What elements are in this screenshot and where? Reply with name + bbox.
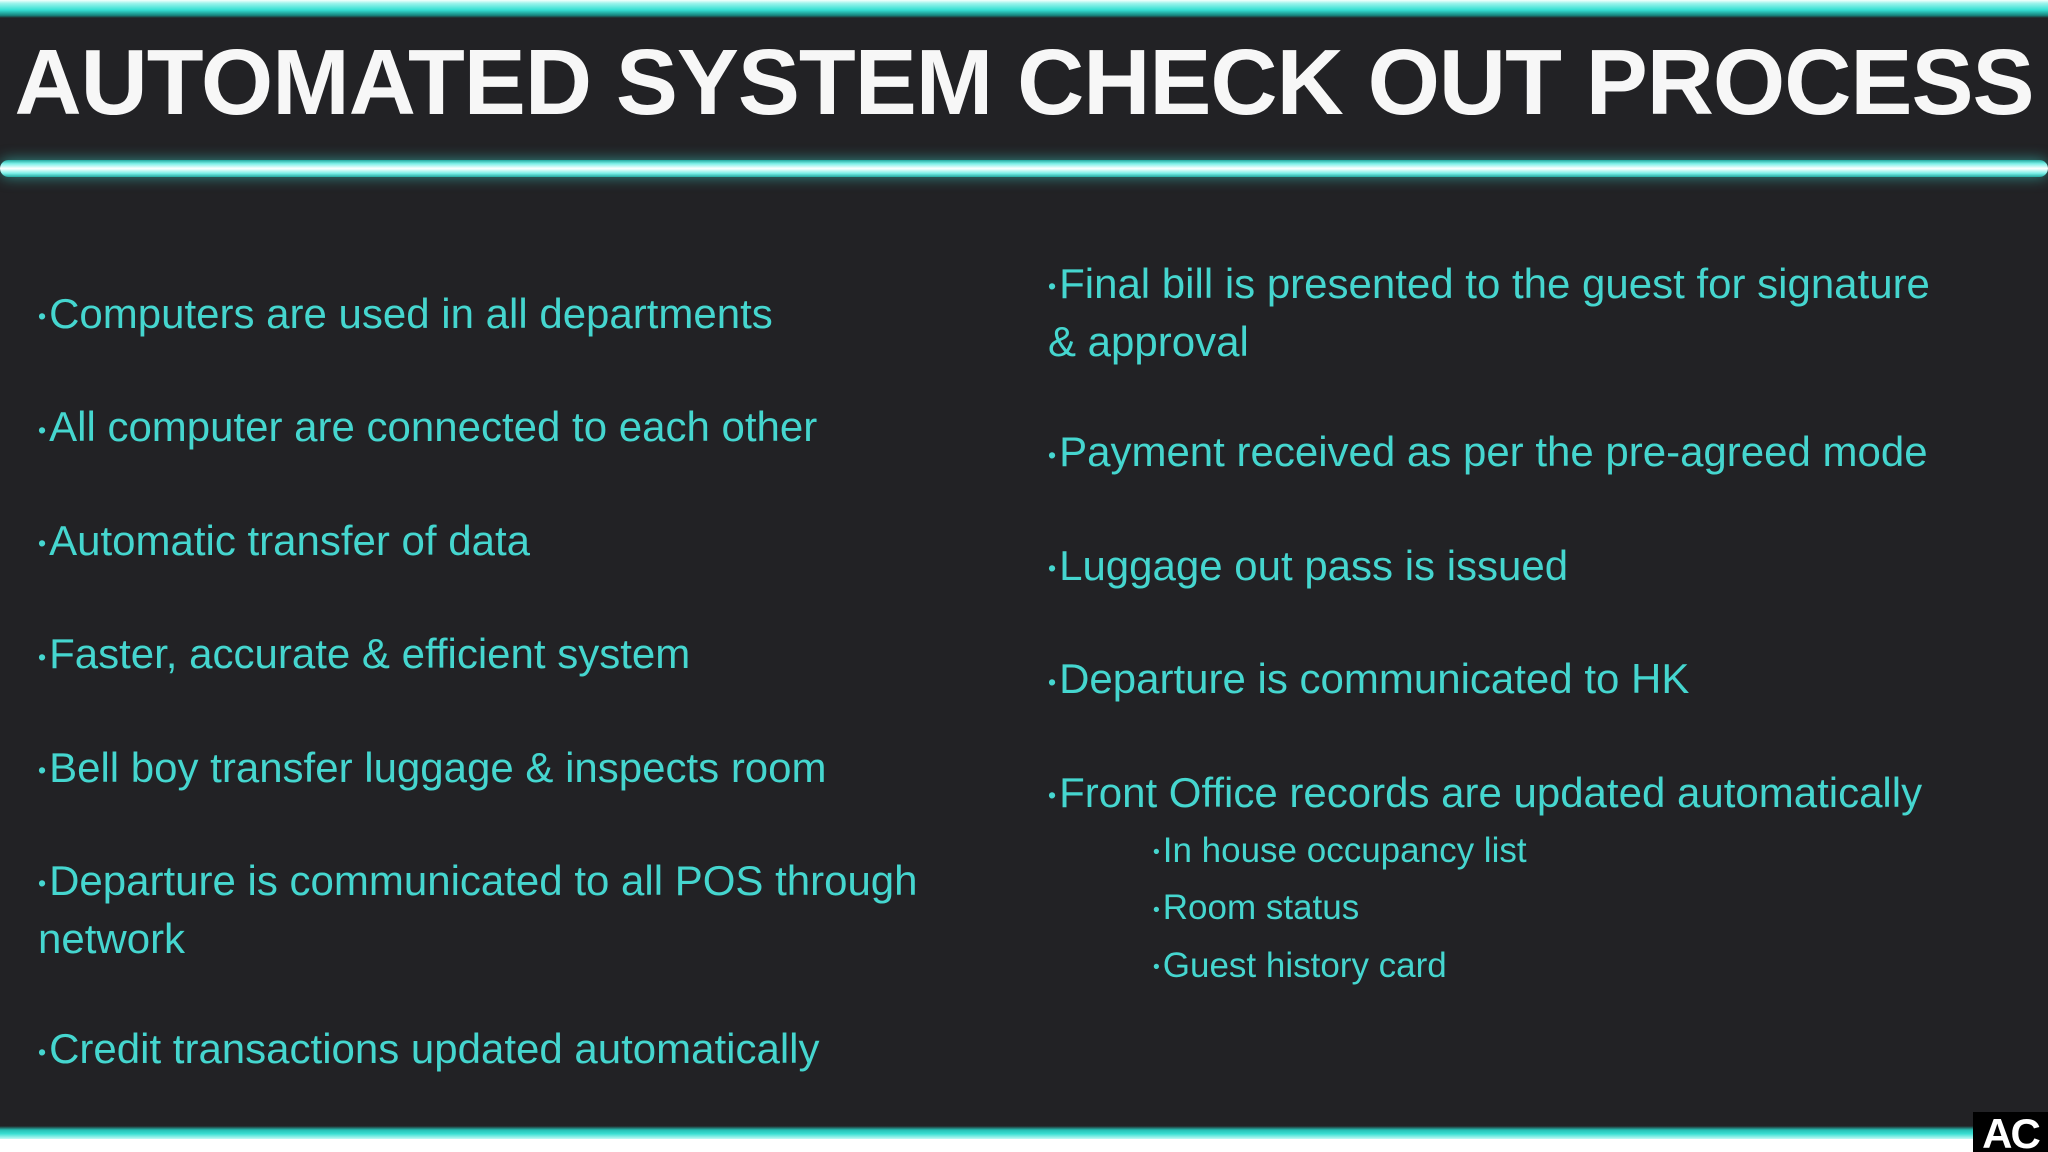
bullet-text: Payment received as per the pre-agreed m… xyxy=(1059,428,1928,476)
bullet-text: Automatic transfer of data xyxy=(49,516,531,564)
bullet-text: Departure is communicated to all POS thr… xyxy=(38,857,918,963)
bullet-item: •Faster, accurate & efficient system xyxy=(38,626,988,684)
slide-title: AUTOMATED SYSTEM CHECK OUT PROCESS xyxy=(14,30,2034,134)
bottom-accent-bar xyxy=(0,1126,2048,1139)
sub-bullet-text: Guest history card xyxy=(1162,945,1447,985)
bullet-item: •Front Office records are updated automa… xyxy=(1048,765,1968,995)
bullet-marker: • xyxy=(1153,842,1160,864)
bullet-marker: • xyxy=(1153,956,1160,978)
bullet-marker: • xyxy=(38,1038,47,1065)
bullet-text: Front Office records are updated automat… xyxy=(1059,768,1923,816)
bullet-marker: • xyxy=(38,643,47,670)
bullet-text: Credit transactions updated automaticall… xyxy=(49,1025,820,1073)
bullet-marker: • xyxy=(1048,668,1057,695)
bullet-text: Bell boy transfer luggage & inspects roo… xyxy=(49,743,827,791)
bullet-item: •Departure is communicated to all POS th… xyxy=(38,853,988,966)
bullet-text: Computers are used in all departments xyxy=(49,290,773,337)
bullet-item: •Luggage out pass is issued xyxy=(1048,538,1968,596)
sub-bullet-item: •In house occupancy list xyxy=(1153,823,1968,880)
bullet-marker: • xyxy=(1048,273,1057,300)
bullet-item: •Computers are used in all departments xyxy=(38,286,988,344)
sub-bullet-item: •Guest history card xyxy=(1153,938,1968,995)
ac-logo: AC xyxy=(1973,1112,2048,1152)
bullet-item: •Bell boy transfer luggage & inspects ro… xyxy=(38,740,988,798)
bullet-text: Luggage out pass is issued xyxy=(1059,541,1569,589)
bullet-marker: • xyxy=(1153,899,1160,921)
bullet-text: Final bill is presented to the guest for… xyxy=(1048,260,1930,366)
sub-bullet-text: Room status xyxy=(1162,888,1360,928)
bullet-item: •Automatic transfer of data xyxy=(38,513,988,571)
front-office-sub-list: •In house occupancy list •Room status •G… xyxy=(1153,823,1968,995)
sub-bullet-item: •Room status xyxy=(1153,880,1968,937)
checkout-points-left-column: •Computers are used in all departments •… xyxy=(38,286,988,1080)
bullet-item: •Payment received as per the pre-agreed … xyxy=(1048,424,1968,482)
bullet-marker: • xyxy=(1048,441,1057,468)
title-underline-bar xyxy=(0,160,2048,177)
bullet-marker: • xyxy=(38,757,47,784)
bullet-marker: • xyxy=(38,870,47,897)
sub-bullet-text: In house occupancy list xyxy=(1162,831,1527,871)
bullet-marker: • xyxy=(1048,782,1057,809)
top-accent-bar xyxy=(0,0,2048,18)
bottom-white-strip xyxy=(0,1139,2048,1152)
bullet-item: •Credit transactions updated automatical… xyxy=(38,1021,988,1079)
bullet-marker: • xyxy=(38,416,47,443)
bullet-item: •Final bill is presented to the guest fo… xyxy=(1048,256,1968,369)
bullet-text: Departure is communicated to HK xyxy=(1059,655,1690,703)
bullet-marker: • xyxy=(1048,555,1057,582)
bullet-marker: • xyxy=(38,303,47,330)
bullet-text: All computer are connected to each other xyxy=(49,403,818,451)
bullet-item: •Departure is communicated to HK xyxy=(1048,651,1968,709)
bullet-item: •All computer are connected to each othe… xyxy=(38,399,988,457)
bullet-text: Faster, accurate & efficient system xyxy=(49,630,691,678)
checkout-points-right-column: •Final bill is presented to the guest fo… xyxy=(1048,256,1968,995)
bullet-marker: • xyxy=(38,530,47,557)
